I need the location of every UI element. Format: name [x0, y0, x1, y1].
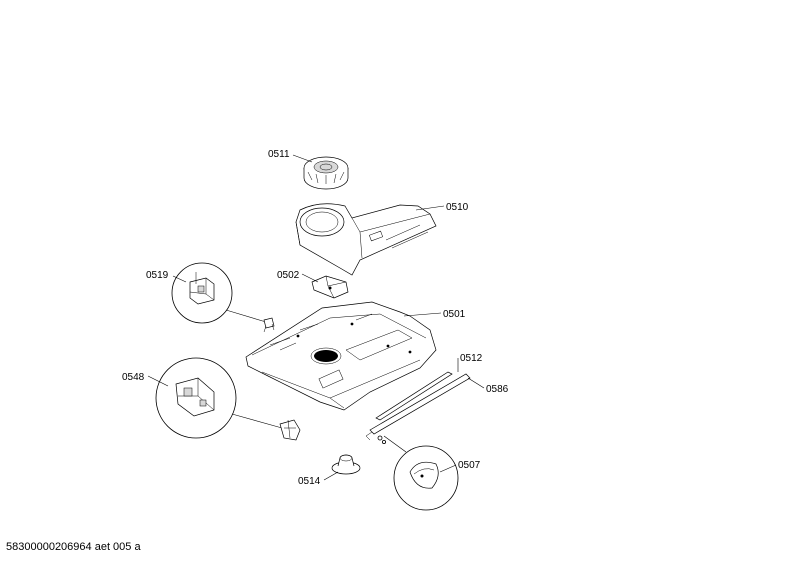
label-0514: 0514 [298, 476, 321, 487]
knob-cap-part[interactable] [331, 454, 361, 475]
fan-wheel-part[interactable] [303, 156, 349, 190]
rail-part[interactable] [365, 371, 471, 444]
base-plate-part[interactable] [245, 301, 437, 411]
document-id: 58300000206964 aet 005 a [6, 541, 141, 553]
label-0502: 0502 [277, 270, 300, 281]
label-0501: 0501 [443, 309, 466, 320]
label-0510: 0510 [446, 202, 469, 213]
label-0519: 0519 [146, 270, 169, 281]
part-labels: 0511 0510 0519 0502 0501 0512 0586 0548 … [122, 149, 509, 487]
leader-lines [147, 154, 485, 481]
bracket-part[interactable] [311, 275, 349, 299]
label-0586: 0586 [486, 384, 509, 395]
detail-circle-0519[interactable] [171, 262, 275, 333]
label-0512: 0512 [460, 353, 483, 364]
label-0511: 0511 [268, 149, 290, 160]
detail-circle-0507[interactable] [383, 435, 459, 511]
detail-circle-0548[interactable] [155, 357, 301, 441]
fan-cover-part[interactable] [295, 203, 437, 276]
label-0507: 0507 [458, 460, 481, 471]
label-0548: 0548 [122, 372, 145, 383]
